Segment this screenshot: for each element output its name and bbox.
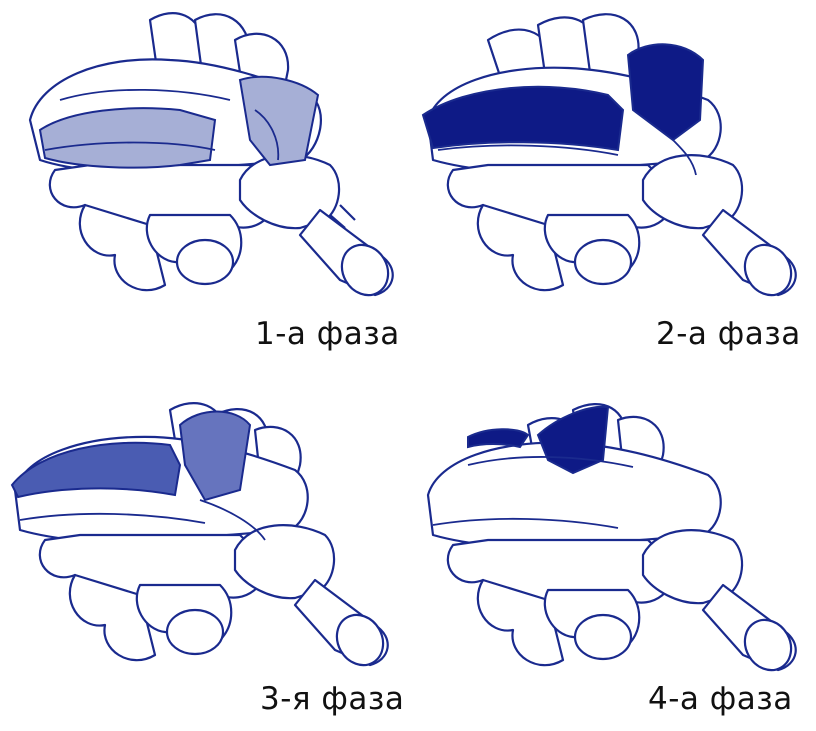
phase-4-panel: 4-а фаза bbox=[408, 365, 816, 730]
phase-1-rotor-illustration bbox=[0, 0, 408, 365]
phase-1-caption: 1-а фаза bbox=[255, 316, 400, 352]
phase-2-caption: 2-а фаза bbox=[656, 316, 801, 352]
phase-2-panel: 2-а фаза bbox=[408, 0, 816, 365]
phase-2-rotor-illustration bbox=[408, 0, 816, 365]
phase-3-rotor-illustration bbox=[0, 365, 408, 730]
phase-3-caption: 3-я фаза bbox=[260, 681, 404, 717]
phase-4-rotor-illustration bbox=[408, 365, 816, 730]
phase-4-caption: 4-а фаза bbox=[648, 681, 793, 717]
phase-1-panel: 1-а фаза bbox=[0, 0, 408, 365]
phase-3-panel: 3-я фаза bbox=[0, 365, 408, 730]
